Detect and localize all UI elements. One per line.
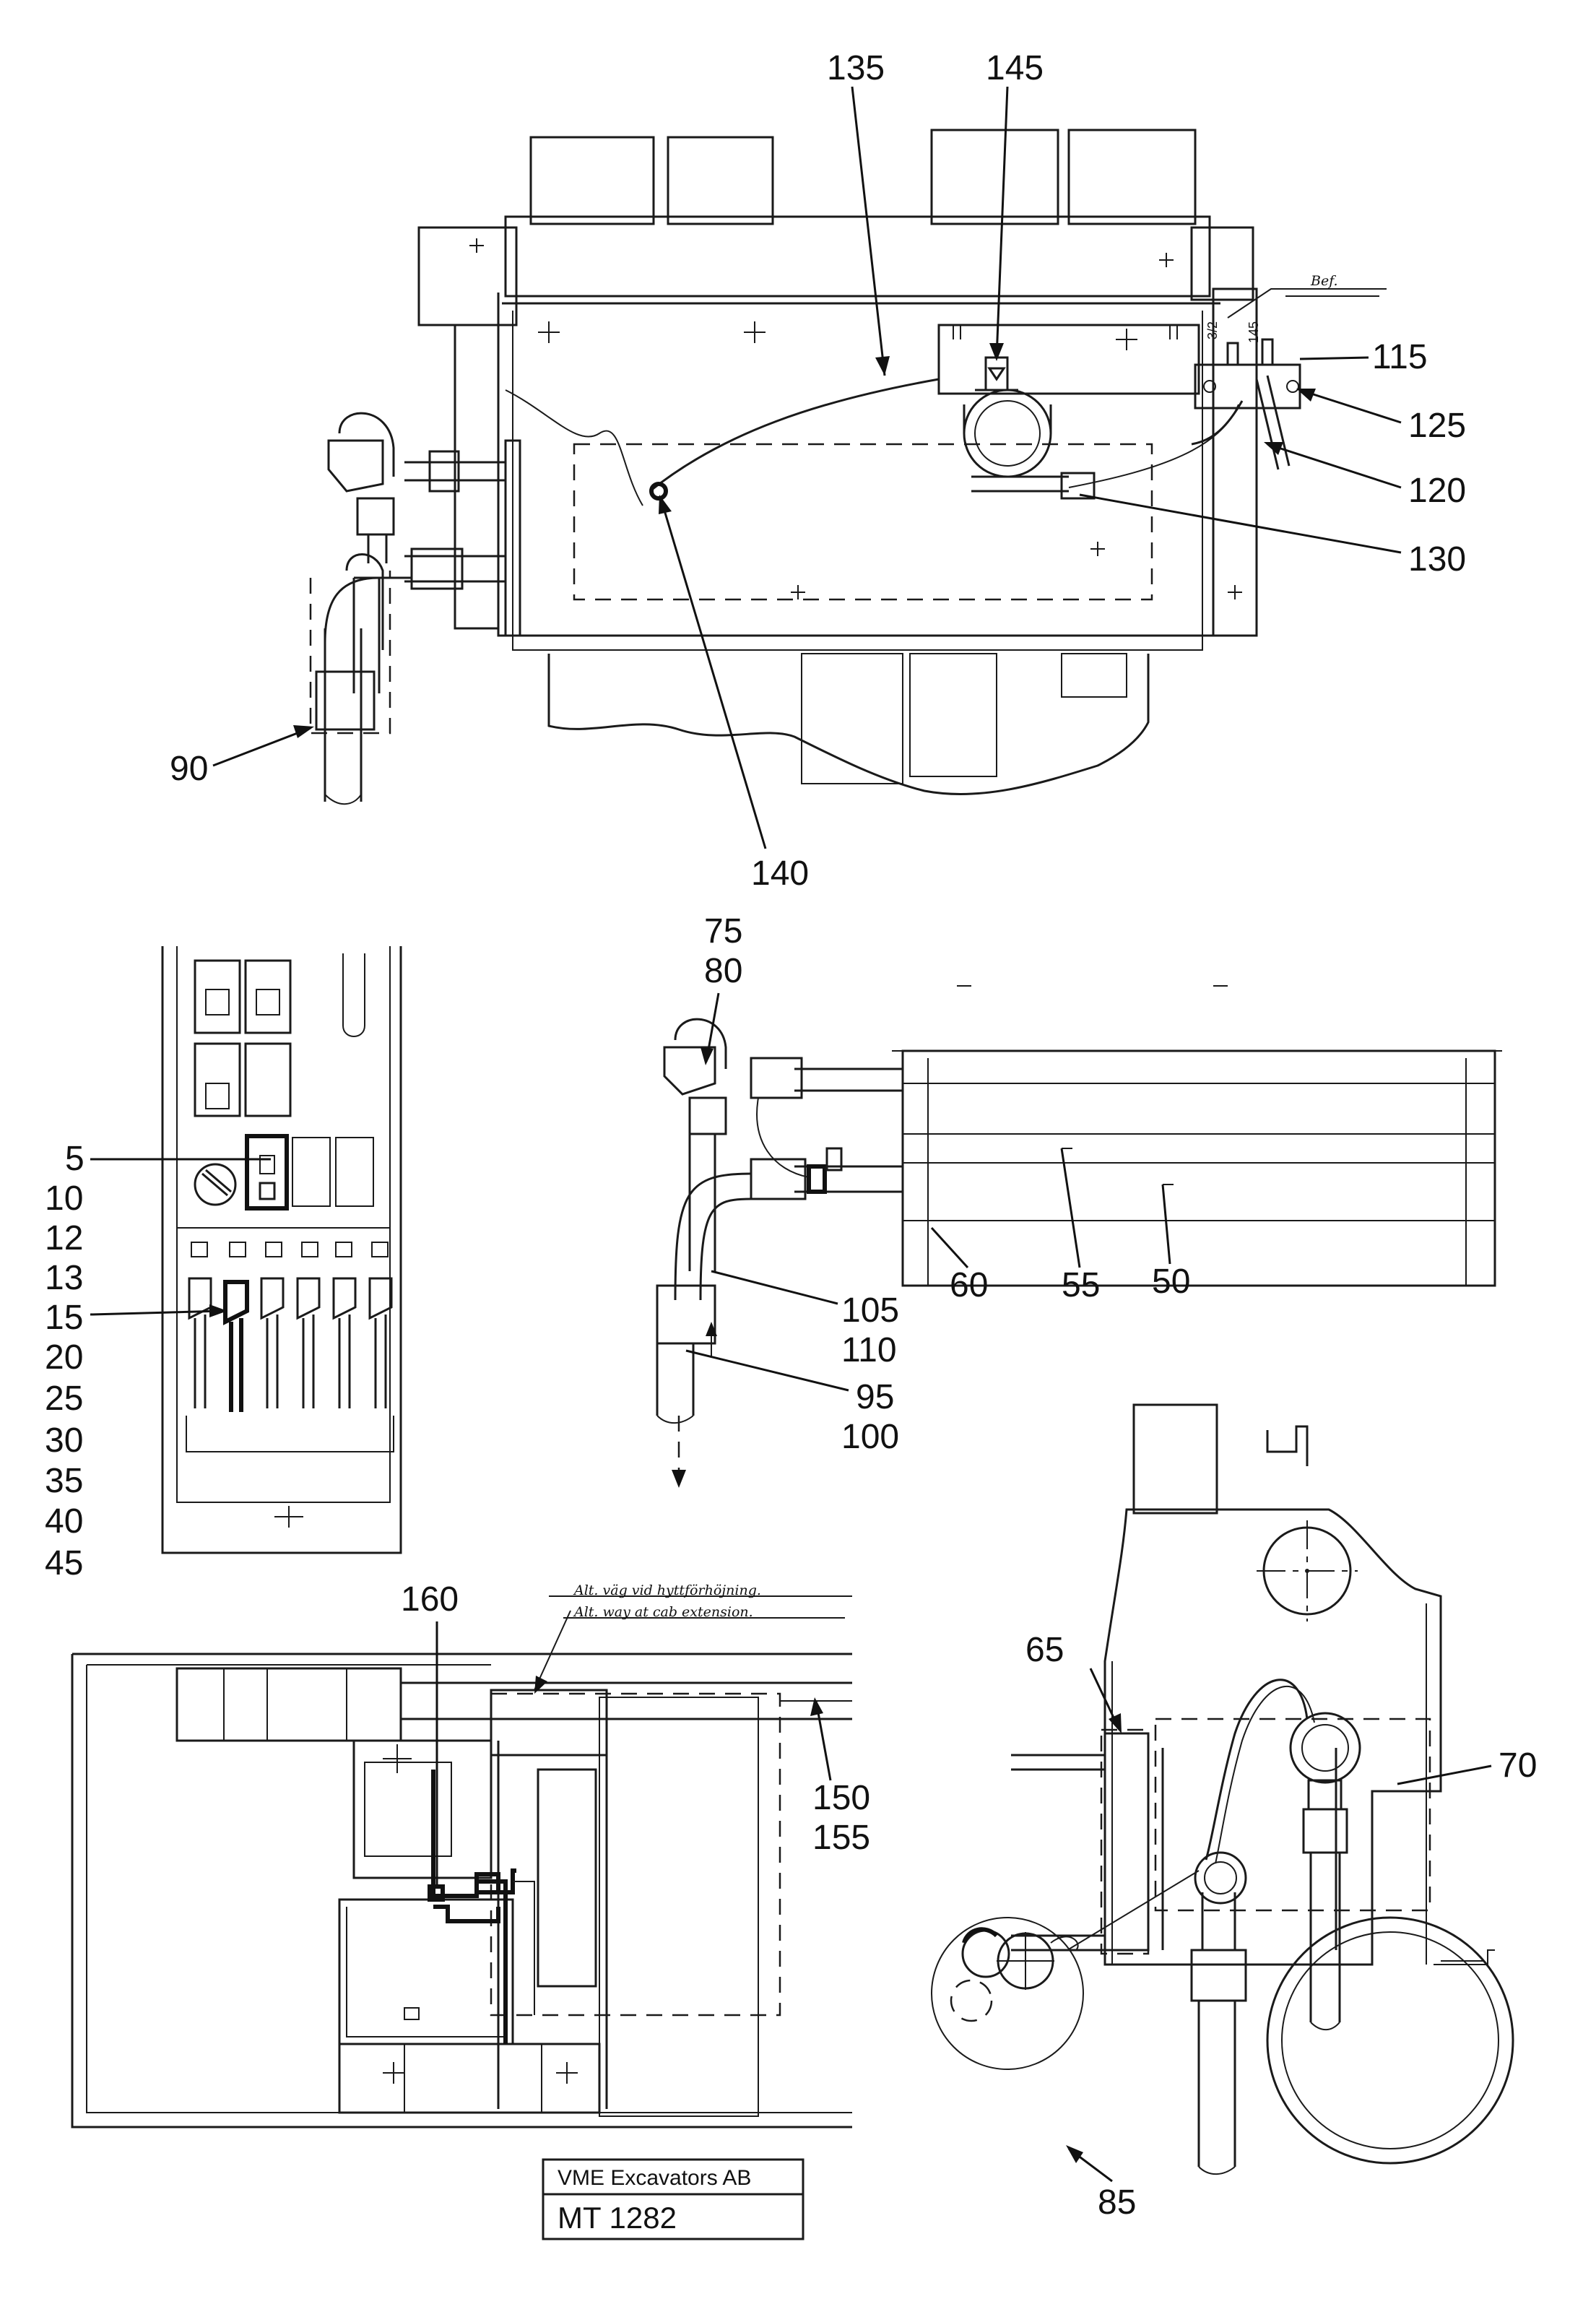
callout-100: 100 (841, 1418, 899, 1456)
company-name: VME Excavators AB (558, 2166, 751, 2190)
callout-30: 30 (45, 1421, 83, 1460)
title-block: VME Excavators AB MT 1282 (542, 2158, 804, 2240)
side-view (931, 1403, 1514, 2175)
callout-135: 135 (827, 49, 885, 87)
callout-160: 160 (401, 1580, 459, 1619)
callout-40: 40 (45, 1502, 83, 1541)
callout-155: 155 (812, 1819, 870, 1857)
callout-5: 5 (65, 1140, 84, 1178)
callout-13: 13 (45, 1259, 83, 1297)
cab-callouts: 160 Alt. väg vid hyttförhöjning. Alt. wa… (401, 1580, 870, 1889)
callout-65: 65 (1025, 1631, 1064, 1669)
callout-35: 35 (45, 1462, 83, 1500)
callout-90: 90 (170, 750, 208, 788)
callout-70: 70 (1499, 1746, 1537, 1785)
callout-105: 105 (841, 1291, 899, 1330)
callout-12: 12 (45, 1219, 83, 1257)
panel-callouts: 5 10 12 13 15 20 25 30 35 40 45 (45, 1140, 271, 1582)
note-alt-way-swedish: Alt. väg vid hyttförhöjning. (573, 1582, 761, 1598)
callout-45: 45 (45, 1544, 83, 1582)
callout-75: 75 (704, 912, 742, 950)
callout-95: 95 (856, 1378, 894, 1416)
control-panel-view (161, 946, 402, 1554)
callout-20: 20 (45, 1338, 83, 1377)
note-bef: Bef. (1310, 273, 1338, 289)
callout-85: 85 (1098, 2183, 1136, 2222)
dim-145: 145 (1246, 321, 1261, 343)
callout-15: 15 (45, 1299, 83, 1337)
callout-55: 55 (1062, 1266, 1100, 1304)
heater-callouts: 75 80 105 110 95 100 60 55 50 (685, 912, 1190, 1456)
callout-50: 50 (1152, 1263, 1190, 1301)
callout-125: 125 (1408, 407, 1466, 445)
dim-3-2: 3/2 (1205, 321, 1220, 339)
side-callouts: 65 70 85 (1025, 1631, 1537, 2222)
heater-detail-view (656, 985, 1502, 1488)
callout-130: 130 (1408, 540, 1466, 579)
fuse-holders (188, 1277, 393, 1412)
note-alt-way-english: Alt. way at cab extension. (573, 1604, 753, 1620)
callout-145: 145 (986, 49, 1044, 87)
drawing-number: MT 1282 (558, 2201, 677, 2235)
callout-140: 140 (751, 854, 809, 893)
callout-110: 110 (841, 1331, 897, 1369)
cab-wiring-view (71, 1595, 852, 2128)
callout-150: 150 (812, 1779, 870, 1817)
callout-60: 60 (950, 1266, 988, 1304)
callout-120: 120 (1408, 472, 1466, 510)
top-engine-view (309, 129, 1387, 805)
top-callouts: 135 145 115 125 120 130 90 140 Bef. 3/2 … (170, 49, 1466, 893)
callout-115: 115 (1372, 338, 1428, 376)
callout-10: 10 (45, 1179, 83, 1218)
callout-80: 80 (704, 952, 742, 990)
callout-25: 25 (45, 1380, 83, 1418)
